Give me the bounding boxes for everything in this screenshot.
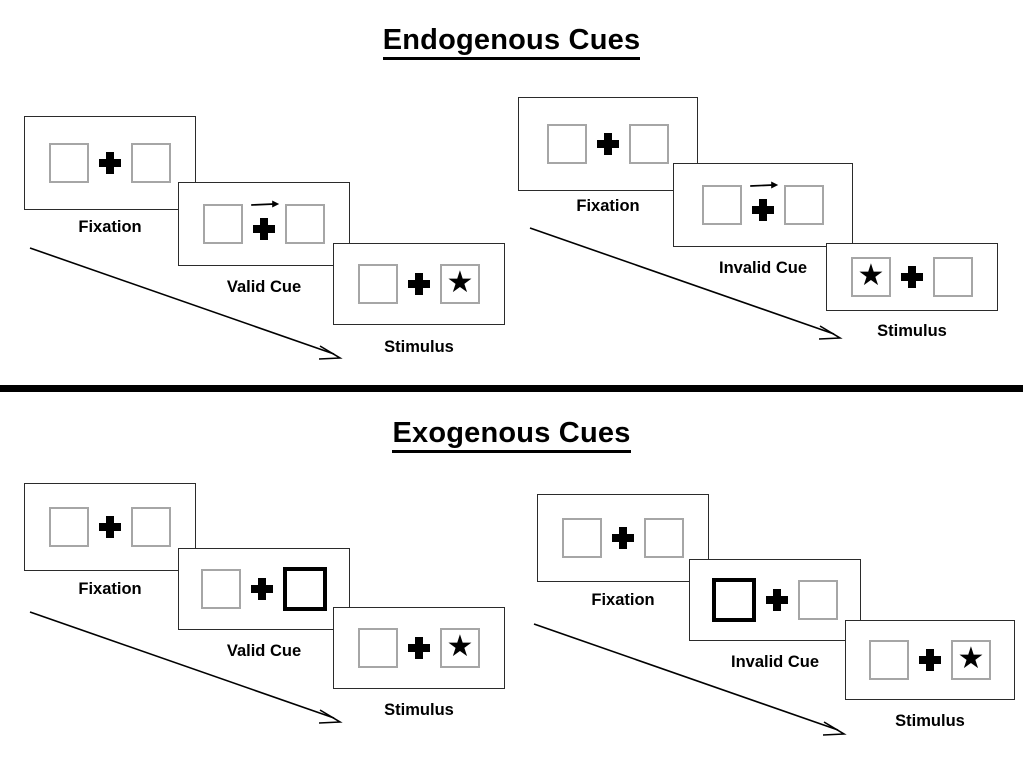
stage-label-exogenous-valid-cue: Valid Cue bbox=[226, 642, 302, 660]
star-icon: ★ bbox=[857, 259, 885, 292]
stage-label-endogenous-invalid-fixation: Fixation bbox=[576, 197, 640, 215]
panel-endogenous-invalid-fixation bbox=[518, 97, 698, 191]
target-box-left bbox=[49, 143, 89, 183]
fixation-cross-icon bbox=[901, 266, 923, 288]
fixation-cross-icon bbox=[766, 589, 788, 611]
panel-exogenous-valid-fixation bbox=[24, 483, 196, 571]
target-box-right-with-stimulus: ★ bbox=[440, 628, 480, 668]
section-title-endogenous: Endogenous Cues bbox=[0, 24, 1023, 60]
target-box-left-with-stimulus: ★ bbox=[851, 257, 891, 297]
panel-endogenous-valid-cue bbox=[178, 182, 350, 266]
target-box-left bbox=[203, 204, 243, 244]
fixation-cross-icon bbox=[253, 217, 275, 240]
target-box-right bbox=[285, 204, 325, 244]
target-box-left bbox=[702, 185, 742, 225]
target-box-left bbox=[358, 264, 398, 304]
fixation-cross-wrap bbox=[241, 566, 283, 612]
target-box-right bbox=[784, 185, 824, 225]
panel-endogenous-valid-stimulus: ★ bbox=[333, 243, 505, 325]
section-divider bbox=[0, 385, 1023, 392]
panel-endogenous-invalid-stimulus: ★ bbox=[826, 243, 998, 311]
stage-label-endogenous-valid-stimulus: Stimulus bbox=[384, 338, 454, 356]
target-box-right bbox=[131, 507, 171, 547]
panel-exogenous-invalid-stimulus: ★ bbox=[845, 620, 1015, 700]
target-box-left bbox=[547, 124, 587, 164]
panel-endogenous-invalid-cue bbox=[673, 163, 853, 247]
fixation-cross-icon bbox=[408, 637, 430, 659]
target-box-right-with-stimulus: ★ bbox=[951, 640, 991, 680]
fixation-cross-icon bbox=[597, 133, 619, 155]
fixation-cross-icon bbox=[251, 578, 273, 600]
stage-label-exogenous-invalid-cue: Invalid Cue bbox=[730, 653, 820, 671]
panel-endogenous-valid-fixation bbox=[24, 116, 196, 210]
target-box-right-cued bbox=[283, 567, 327, 611]
target-box-right bbox=[933, 257, 973, 297]
fixation-cross-wrap bbox=[742, 181, 784, 228]
fixation-cross-icon bbox=[752, 198, 774, 221]
stage-label-exogenous-valid-fixation: Fixation bbox=[78, 580, 142, 598]
target-box-left bbox=[562, 518, 602, 558]
panel-exogenous-invalid-cue bbox=[689, 559, 861, 641]
star-icon: ★ bbox=[446, 630, 474, 663]
fixation-cross-icon bbox=[99, 152, 121, 174]
cue-arrow-right-icon bbox=[251, 200, 280, 208]
section-title-endogenous-text: Endogenous Cues bbox=[382, 24, 641, 60]
target-box-left-cued bbox=[712, 578, 756, 622]
target-box-right bbox=[798, 580, 838, 620]
target-box-right bbox=[629, 124, 669, 164]
panel-exogenous-valid-cue bbox=[178, 548, 350, 630]
fixation-cross-wrap bbox=[756, 577, 798, 623]
section-title-exogenous: Exogenous Cues bbox=[0, 417, 1023, 453]
fixation-cross-wrap bbox=[587, 121, 629, 167]
fixation-cross-icon bbox=[408, 273, 430, 295]
target-box-right bbox=[131, 143, 171, 183]
fixation-cross-wrap bbox=[243, 200, 285, 247]
target-box-left bbox=[201, 569, 241, 609]
cue-arrow-right-icon bbox=[750, 181, 779, 189]
target-box-left bbox=[49, 507, 89, 547]
fixation-cross-wrap bbox=[89, 504, 131, 550]
fixation-cross-wrap bbox=[398, 625, 440, 671]
target-box-right-with-stimulus: ★ bbox=[440, 264, 480, 304]
fixation-cross-wrap bbox=[909, 637, 951, 683]
fixation-cross-wrap bbox=[398, 261, 440, 307]
section-title-exogenous-text: Exogenous Cues bbox=[392, 417, 631, 453]
stage-label-endogenous-valid-cue: Valid Cue bbox=[226, 278, 302, 296]
fixation-cross-icon bbox=[612, 527, 634, 549]
fixation-cross-wrap bbox=[891, 254, 933, 300]
stage-label-exogenous-invalid-fixation: Fixation bbox=[591, 591, 655, 609]
star-icon: ★ bbox=[446, 266, 474, 299]
stage-label-endogenous-invalid-stimulus: Stimulus bbox=[877, 322, 947, 340]
fixation-cross-wrap bbox=[89, 140, 131, 186]
panel-exogenous-valid-stimulus: ★ bbox=[333, 607, 505, 689]
fixation-cross-wrap bbox=[602, 515, 644, 561]
fixation-cross-icon bbox=[99, 516, 121, 538]
stage-label-exogenous-invalid-stimulus: Stimulus bbox=[895, 712, 965, 730]
stage-label-exogenous-valid-stimulus: Stimulus bbox=[384, 701, 454, 719]
stage-label-endogenous-valid-fixation: Fixation bbox=[78, 218, 142, 236]
fixation-cross-icon bbox=[919, 649, 941, 671]
target-box-left bbox=[358, 628, 398, 668]
target-box-right bbox=[644, 518, 684, 558]
star-icon: ★ bbox=[957, 642, 985, 675]
panel-exogenous-invalid-fixation bbox=[537, 494, 709, 582]
target-box-left bbox=[869, 640, 909, 680]
